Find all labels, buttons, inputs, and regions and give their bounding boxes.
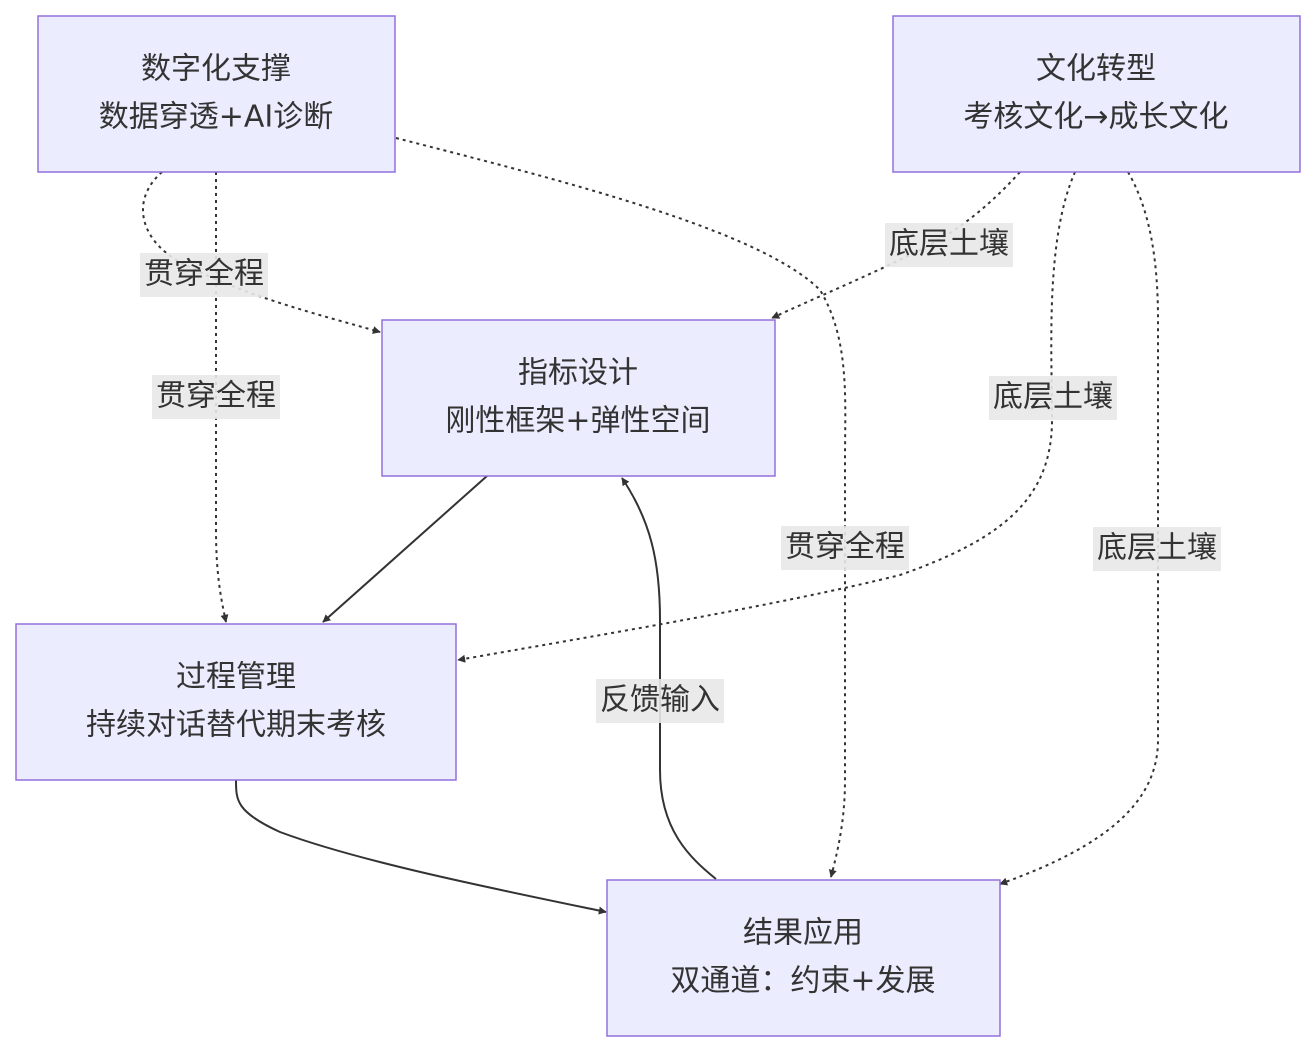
edge-culture-to-process <box>457 171 1076 663</box>
edge-label-result-indicator: 反馈输入 <box>596 679 724 723</box>
edge-label-culture-process: 底层土壤 <box>989 376 1117 420</box>
edge-label-culture-process-text: 底层土壤 <box>993 380 1113 415</box>
edge-label-digital-indicator-text: 贯穿全程 <box>144 257 264 292</box>
node-digital-support-title: 数字化支撑 <box>141 52 291 87</box>
edge-process-to-result <box>235 779 607 915</box>
edge-label-culture-indicator: 底层土壤 <box>885 223 1013 267</box>
edge-label-digital-indicator: 贯穿全程 <box>140 253 268 297</box>
edge-label-culture-result-text: 底层土壤 <box>1097 531 1217 566</box>
edge-labels: 贯穿全程 贯穿全程 贯穿全程 底层土壤 底层土壤 底层土壤 反馈输入 <box>140 223 1221 723</box>
edge-culture-to-result <box>999 171 1159 886</box>
edge-label-culture-result: 底层土壤 <box>1093 527 1221 571</box>
edge-label-result-indicator-text: 反馈输入 <box>600 683 720 718</box>
edge-label-digital-result-text: 贯穿全程 <box>785 530 905 565</box>
edge-result-to-indicator <box>621 477 717 880</box>
edge-digital-to-indicator <box>142 171 381 334</box>
node-result-application-title: 结果应用 <box>743 916 863 951</box>
node-indicator-design-title: 指标设计 <box>518 356 638 391</box>
edge-label-digital-process-text: 贯穿全程 <box>156 379 276 414</box>
edge-label-culture-indicator-text: 底层土壤 <box>889 227 1009 262</box>
node-culture-transform-title: 文化转型 <box>1036 52 1156 87</box>
node-digital-support-subtitle: 数据穿透+AI诊断 <box>99 100 334 135</box>
node-result-application-subtitle: 双通道：约束+发展 <box>670 964 935 999</box>
node-indicator-design-subtitle: 刚性框架+弹性空间 <box>445 404 710 439</box>
edge-indicator-to-process <box>322 475 488 623</box>
node-culture-transform[interactable]: 文化转型 考核文化→成长文化 <box>892 15 1301 173</box>
edge-digital-to-result <box>395 137 847 878</box>
node-process-management-subtitle: 持续对话替代期末考核 <box>86 708 386 743</box>
node-process-management[interactable]: 过程管理 持续对话替代期末考核 <box>15 623 457 781</box>
nodes: 数字化支撑 数据穿透+AI诊断 文化转型 考核文化→成长文化 指标设计 刚性框架… <box>15 15 1301 1037</box>
edge-label-digital-process: 贯穿全程 <box>152 375 280 419</box>
node-culture-transform-subtitle: 考核文化→成长文化 <box>963 100 1228 135</box>
node-process-management-title: 过程管理 <box>176 660 296 695</box>
node-digital-support[interactable]: 数字化支撑 数据穿透+AI诊断 <box>37 15 396 173</box>
node-result-application[interactable]: 结果应用 双通道：约束+发展 <box>606 879 1001 1037</box>
edge-digital-to-process <box>215 172 229 623</box>
edge-label-digital-result: 贯穿全程 <box>781 526 909 570</box>
node-indicator-design[interactable]: 指标设计 刚性框架+弹性空间 <box>381 319 776 477</box>
